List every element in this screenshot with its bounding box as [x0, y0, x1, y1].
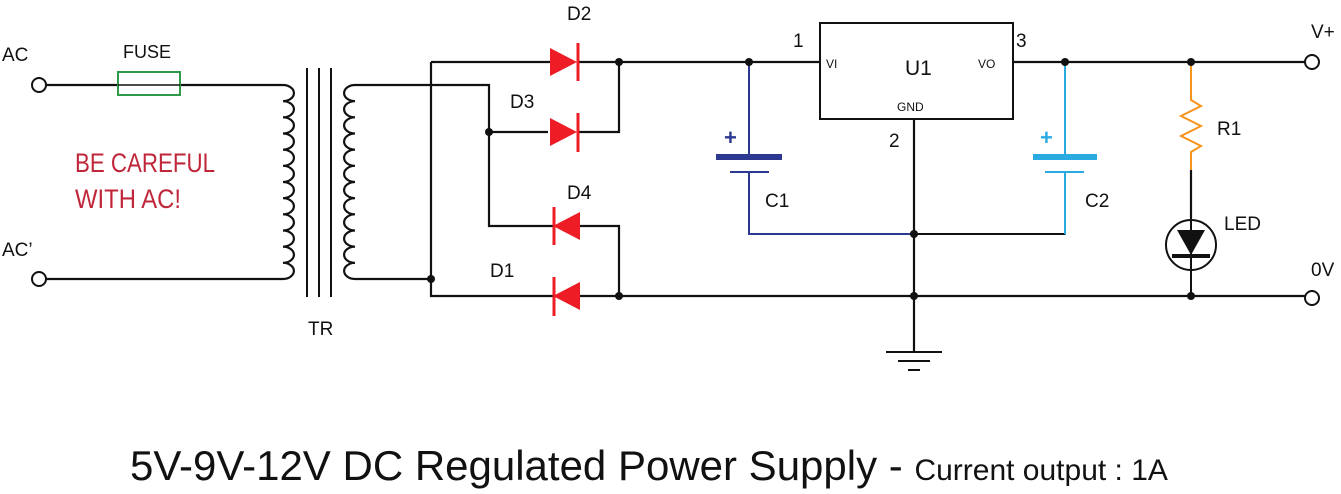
diode-d3 — [550, 113, 580, 152]
gnd-pin-label: GND — [897, 100, 924, 114]
r1-label: R1 — [1217, 119, 1241, 140]
left-rail-wire — [429, 62, 553, 298]
d4-label: D4 — [567, 183, 592, 204]
secondary-top-wire — [355, 83, 553, 228]
d4-anode-wire — [580, 224, 621, 296]
junction-dots — [427, 58, 1195, 300]
fuse — [117, 71, 181, 96]
transformer-label: TR — [308, 319, 333, 340]
led-label: LED — [1224, 214, 1261, 235]
ac-label: AC — [2, 45, 28, 66]
ground-symbol-icon — [886, 351, 942, 371]
c2-label: C2 — [1085, 191, 1109, 212]
vplus-label: V+ — [1311, 22, 1335, 43]
transformer — [282, 68, 356, 297]
pin2-label: 2 — [889, 131, 900, 152]
ac-prime-label: AC’ — [2, 240, 33, 261]
d3-label: D3 — [510, 92, 534, 113]
regulator-u1 — [819, 22, 1014, 120]
warning-line1: BE CAREFUL — [75, 148, 215, 178]
title-main: 5V-9V-12V DC Regulated Power Supply - — [130, 442, 914, 489]
c1-label: C1 — [765, 191, 789, 212]
vi-pin-label: VI — [826, 57, 837, 71]
zero-v-terminal — [1304, 290, 1320, 306]
resistor-r1 — [1178, 62, 1204, 170]
primary-coil — [282, 83, 295, 281]
vo-pin-label: VO — [978, 57, 995, 71]
zero-v-label: 0V — [1311, 260, 1335, 281]
u1-label: U1 — [905, 57, 932, 80]
d3-cathode-wire — [578, 62, 621, 134]
diode-d4 — [552, 207, 580, 245]
ac-prime-terminal — [31, 271, 47, 287]
d2-label: D2 — [567, 4, 591, 25]
vplus-terminal — [1304, 54, 1320, 70]
c2-plus-label: + — [1040, 125, 1053, 150]
title-sub: Current output : 1A — [914, 454, 1167, 487]
secondary-coil — [343, 83, 356, 281]
warning-line2: WITH AC! — [75, 184, 181, 214]
fuse-label: FUSE — [123, 42, 171, 62]
diode-d1 — [552, 277, 580, 316]
ac-terminal — [31, 77, 47, 93]
led-icon — [1165, 218, 1217, 296]
pin3-label: 3 — [1016, 31, 1027, 52]
diagram-title: 5V-9V-12V DC Regulated Power Supply - Cu… — [130, 442, 1168, 489]
diode-d2 — [550, 43, 580, 81]
d1-label: D1 — [490, 261, 514, 282]
capacitor-c1 — [716, 62, 914, 235]
pin1-label: 1 — [793, 31, 804, 52]
c1-plus-label: + — [724, 125, 737, 150]
